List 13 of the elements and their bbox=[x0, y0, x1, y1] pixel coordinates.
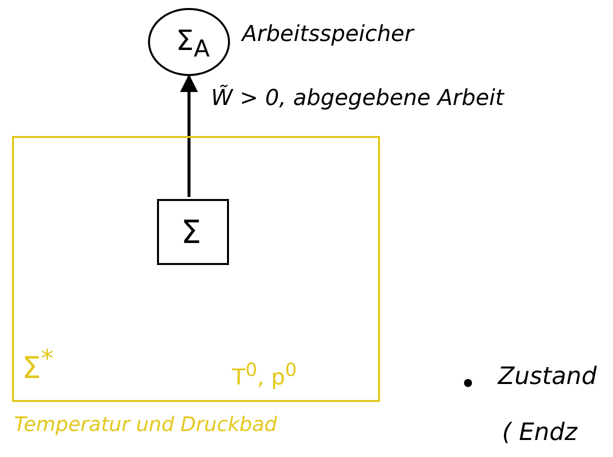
note-text: ( Endz bbox=[502, 418, 578, 446]
caption-text: Arbeitsspeicher bbox=[242, 22, 414, 47]
reservoir-box bbox=[12, 136, 380, 402]
system-circle bbox=[148, 8, 230, 76]
symbol-label: T$^{0}$, p$^{0}$ bbox=[232, 360, 297, 390]
note-text: Zustand bbox=[498, 362, 597, 390]
symbol-label: Σ$^{*}$ bbox=[22, 344, 54, 386]
symbol-label: Σ$_{A}$ bbox=[176, 24, 210, 63]
arrow bbox=[180, 74, 198, 197]
system-box bbox=[157, 199, 229, 265]
symbol-label: Σ bbox=[181, 213, 202, 251]
edge-label: W̃ > 0, abgegebene Arbeit bbox=[211, 86, 504, 111]
caption-text: Temperatur und Druckbad bbox=[14, 412, 278, 436]
